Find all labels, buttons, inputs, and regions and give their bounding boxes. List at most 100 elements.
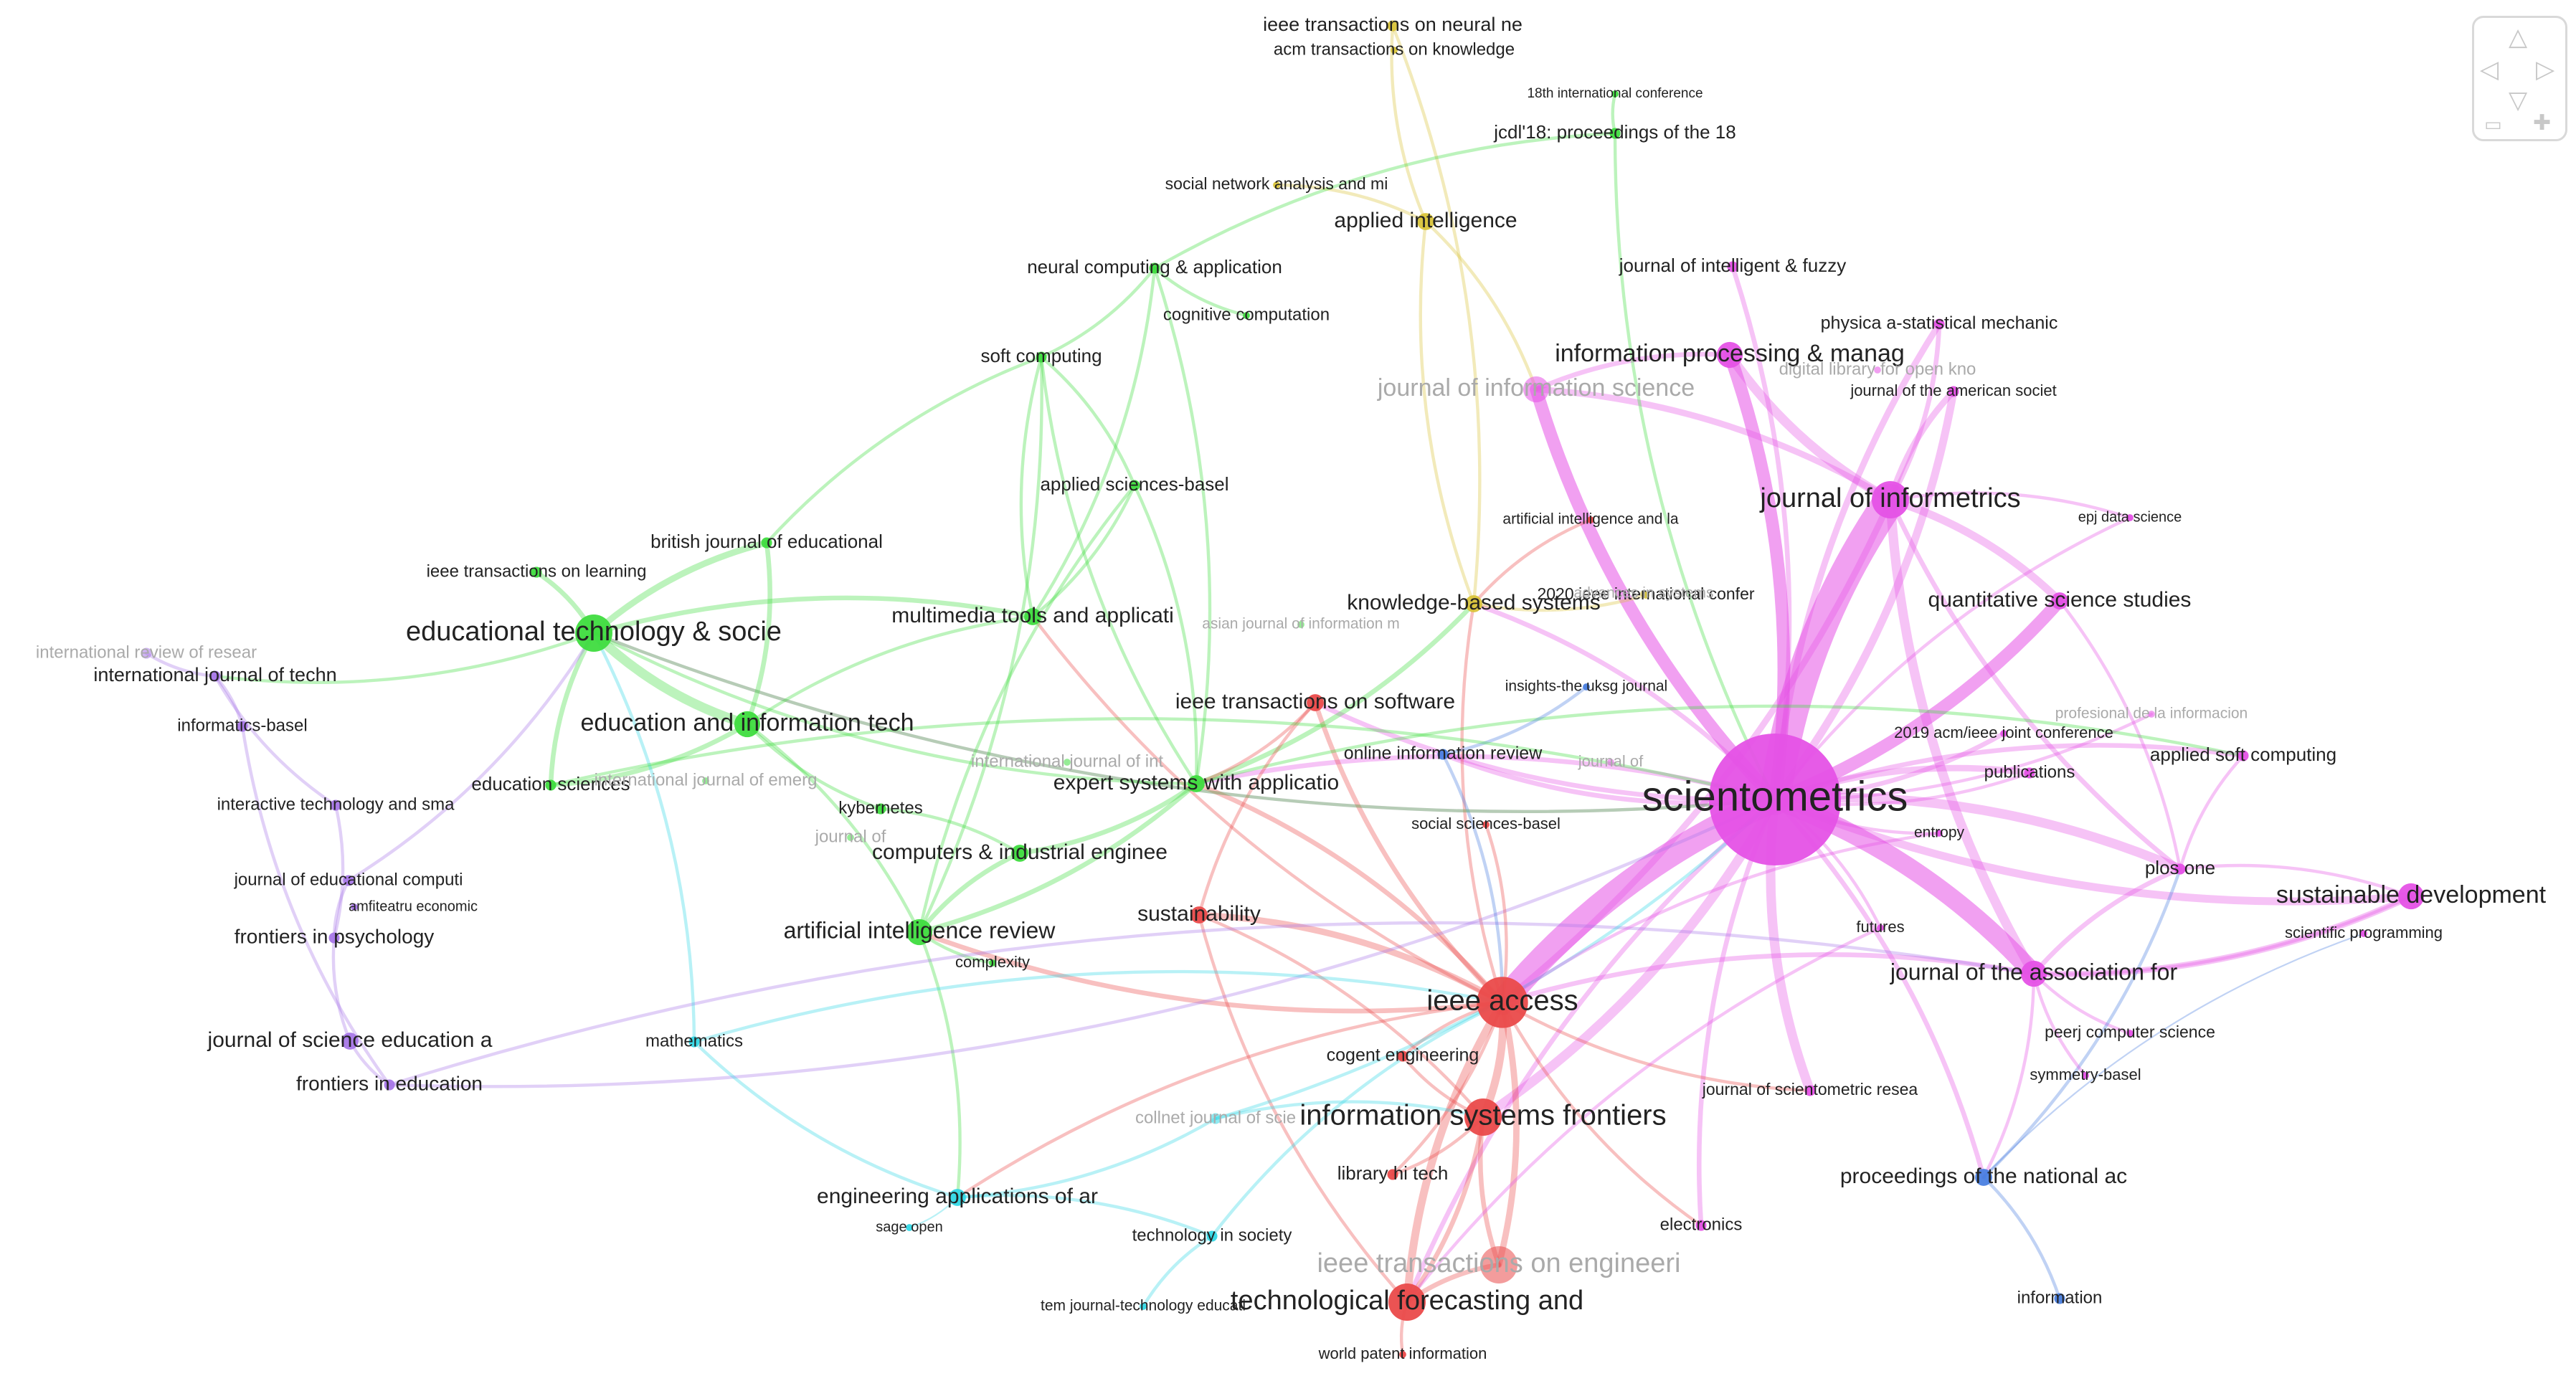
node-futures[interactable]	[1877, 924, 1884, 931]
node-journal-of-green[interactable]	[847, 834, 854, 841]
node-scientometrics[interactable]	[1709, 734, 1841, 865]
node-label-applied-intelligence[interactable]: applied intelligence	[1334, 209, 1517, 232]
node-frontiers-edu[interactable]	[384, 1079, 395, 1091]
node-label-journal-scientometric-resea[interactable]: journal of scientometric resea	[1702, 1080, 1918, 1098]
node-label-plos-one[interactable]: plos one	[2145, 857, 2215, 878]
node-computers-ind-eng[interactable]	[1011, 845, 1028, 862]
node-label-electronics[interactable]: electronics	[1660, 1215, 1743, 1234]
node-interactive-tech[interactable]	[330, 799, 341, 811]
pan-up-icon[interactable]: △	[2509, 23, 2528, 52]
node-label-ieee-trans-learning[interactable]: ieee transactions on learning	[427, 561, 647, 581]
node-label-ieee-trans-software[interactable]: ieee transactions on software	[1175, 690, 1455, 713]
node-sustainability[interactable]	[1190, 906, 1208, 924]
node-advances-systems[interactable]	[1640, 590, 1647, 597]
node-label-acm-trans-knowledge[interactable]: acm transactions on knowledge	[1274, 39, 1515, 59]
node-label-frontiers-psych[interactable]: frontiers in psychology	[235, 925, 435, 947]
node-label-amfiteatru[interactable]: amfiteatru economic	[349, 898, 478, 914]
node-journal-sci-edu[interactable]	[341, 1033, 359, 1050]
node-publications[interactable]	[2024, 767, 2035, 779]
node-online-info-review[interactable]	[1437, 749, 1449, 760]
node-label-advances-systems[interactable]: advances in systems	[1574, 585, 1714, 602]
node-intl-journal-emerg[interactable]	[702, 777, 709, 784]
node-label-jcdl18[interactable]: jcdl'18: proceedings of the 18	[1493, 121, 1736, 143]
node-complexity[interactable]	[989, 959, 996, 967]
node-tech-forecasting[interactable]	[1388, 1283, 1426, 1321]
node-jcdl18[interactable]	[1609, 128, 1621, 139]
node-18th-intl-conf[interactable]	[1611, 90, 1619, 98]
node-physica-a[interactable]	[1933, 318, 1945, 330]
node-quant-sci-studies[interactable]	[2051, 592, 2068, 609]
node-label-kybernetes[interactable]: kybernetes	[838, 798, 922, 817]
node-symmetry[interactable]	[2082, 1072, 2089, 1079]
node-label-soft-computing[interactable]: soft computing	[980, 345, 1102, 366]
node-asian-journal-info[interactable]	[1297, 621, 1304, 628]
node-label-multimedia-tools[interactable]: multimedia tools and applicati	[891, 604, 1174, 627]
node-label-cogent-engineering[interactable]: cogent engineering	[1327, 1045, 1479, 1066]
node-label-frontiers-edu[interactable]: frontiers in education	[296, 1072, 483, 1094]
node-applied-sciences[interactable]	[1129, 480, 1140, 491]
node-info-processing[interactable]	[1716, 341, 1743, 369]
node-soft-computing[interactable]	[1036, 351, 1047, 363]
node-label-journal-edu-computing[interactable]: journal of educational computi	[234, 870, 463, 889]
node-cogent-engineering[interactable]	[1397, 1050, 1408, 1062]
node-ieee-trans-learning[interactable]	[531, 566, 542, 578]
node-pnas[interactable]	[1975, 1169, 1992, 1186]
node-label-publications[interactable]: publications	[1984, 762, 2075, 782]
node-label-british-journal-edu[interactable]: british journal of educational	[650, 531, 883, 552]
node-jasist[interactable]	[2020, 960, 2047, 987]
node-british-journal-edu[interactable]	[761, 537, 772, 549]
node-journal-intelligent-fuzzy[interactable]	[1727, 261, 1738, 272]
node-label-intl-review-resear[interactable]: international review of resear	[36, 642, 257, 662]
node-label-edu-tech-soc[interactable]: educational technology & socie	[406, 617, 782, 647]
node-journal-scientometric-resea[interactable]	[1804, 1085, 1816, 1096]
node-mathematics[interactable]	[688, 1036, 700, 1048]
node-label-online-info-review[interactable]: online information review	[1344, 744, 1543, 764]
node-label-entropy[interactable]: entropy	[1914, 825, 1965, 841]
node-ieee-trans-neural[interactable]	[1387, 20, 1398, 32]
node-entropy[interactable]	[1936, 830, 1943, 837]
node-kybernetes[interactable]	[875, 803, 886, 815]
node-social-network-analysis[interactable]	[1273, 181, 1280, 189]
node-frontiers-psych[interactable]	[328, 932, 340, 944]
node-label-2019-acm-ieee[interactable]: 2019 acm/ieee joint conference	[1894, 723, 2113, 741]
node-collnet[interactable]	[1210, 1113, 1221, 1124]
node-label-ieee-trans-eng[interactable]: ieee transactions on engineeri	[1317, 1248, 1680, 1278]
node-label-scientific-programming[interactable]: scientific programming	[2285, 924, 2443, 941]
node-label-computers-ind-eng[interactable]: computers & industrial enginee	[872, 840, 1168, 864]
node-label-quant-sci-studies[interactable]: quantitative science studies	[1928, 588, 2192, 612]
node-label-journal-of-green[interactable]: journal of	[815, 827, 886, 846]
node-label-journal-info-science[interactable]: journal of information science	[1377, 374, 1695, 402]
node-label-world-patent[interactable]: world patent information	[1318, 1344, 1487, 1362]
node-label-information[interactable]: information	[2017, 1288, 2103, 1307]
node-digital-library[interactable]	[1874, 366, 1881, 374]
node-cognitive-computation[interactable]	[1243, 312, 1250, 319]
node-label-pnas[interactable]: proceedings of the national ac	[1840, 1164, 2127, 1188]
node-2019-acm-ieee[interactable]	[2000, 730, 2007, 737]
node-label-journal-sci-edu[interactable]: journal of science education a	[207, 1028, 493, 1052]
node-label-complexity[interactable]: complexity	[955, 953, 1030, 971]
node-insights-uksg[interactable]	[1583, 683, 1590, 690]
node-education-sciences[interactable]	[545, 779, 557, 791]
pan-down-icon[interactable]: ▽	[2509, 86, 2528, 115]
pan-left-icon[interactable]: ◁	[2480, 55, 2499, 84]
navigation-control[interactable]: △ ◁ ▷ ▽ ▭ ✚	[2472, 16, 2567, 141]
zoom-out-icon[interactable]: ▭	[2484, 114, 2502, 136]
node-world-patent[interactable]	[1399, 1351, 1406, 1358]
node-label-ieee-trans-neural[interactable]: ieee transactions on neural ne	[1263, 14, 1523, 35]
node-acm-trans-knowledge[interactable]	[1391, 47, 1398, 54]
node-information[interactable]	[2054, 1293, 2065, 1304]
node-label-expert-systems[interactable]: expert systems with applicatio	[1053, 771, 1340, 794]
node-plos-one[interactable]	[2174, 863, 2186, 875]
node-sage-open[interactable]	[906, 1224, 913, 1231]
node-label-journal-informetrics[interactable]: journal of informetrics	[1759, 483, 2020, 513]
node-label-applied-sciences[interactable]: applied sciences-basel	[1040, 473, 1228, 495]
node-label-intl-journal-techn[interactable]: international journal of techn	[93, 664, 336, 685]
node-label-sustainability[interactable]: sustainability	[1137, 902, 1261, 926]
node-label-jasis-society[interactable]: journal of the american societ	[1850, 381, 2056, 399]
node-label-peerj[interactable]: peerj computer science	[2045, 1022, 2215, 1041]
node-edu-tech-soc[interactable]	[575, 614, 612, 652]
node-amfiteatru[interactable]	[351, 903, 358, 911]
node-journal-edu-computing[interactable]	[343, 875, 354, 886]
node-edu-info-tech[interactable]	[734, 711, 761, 738]
